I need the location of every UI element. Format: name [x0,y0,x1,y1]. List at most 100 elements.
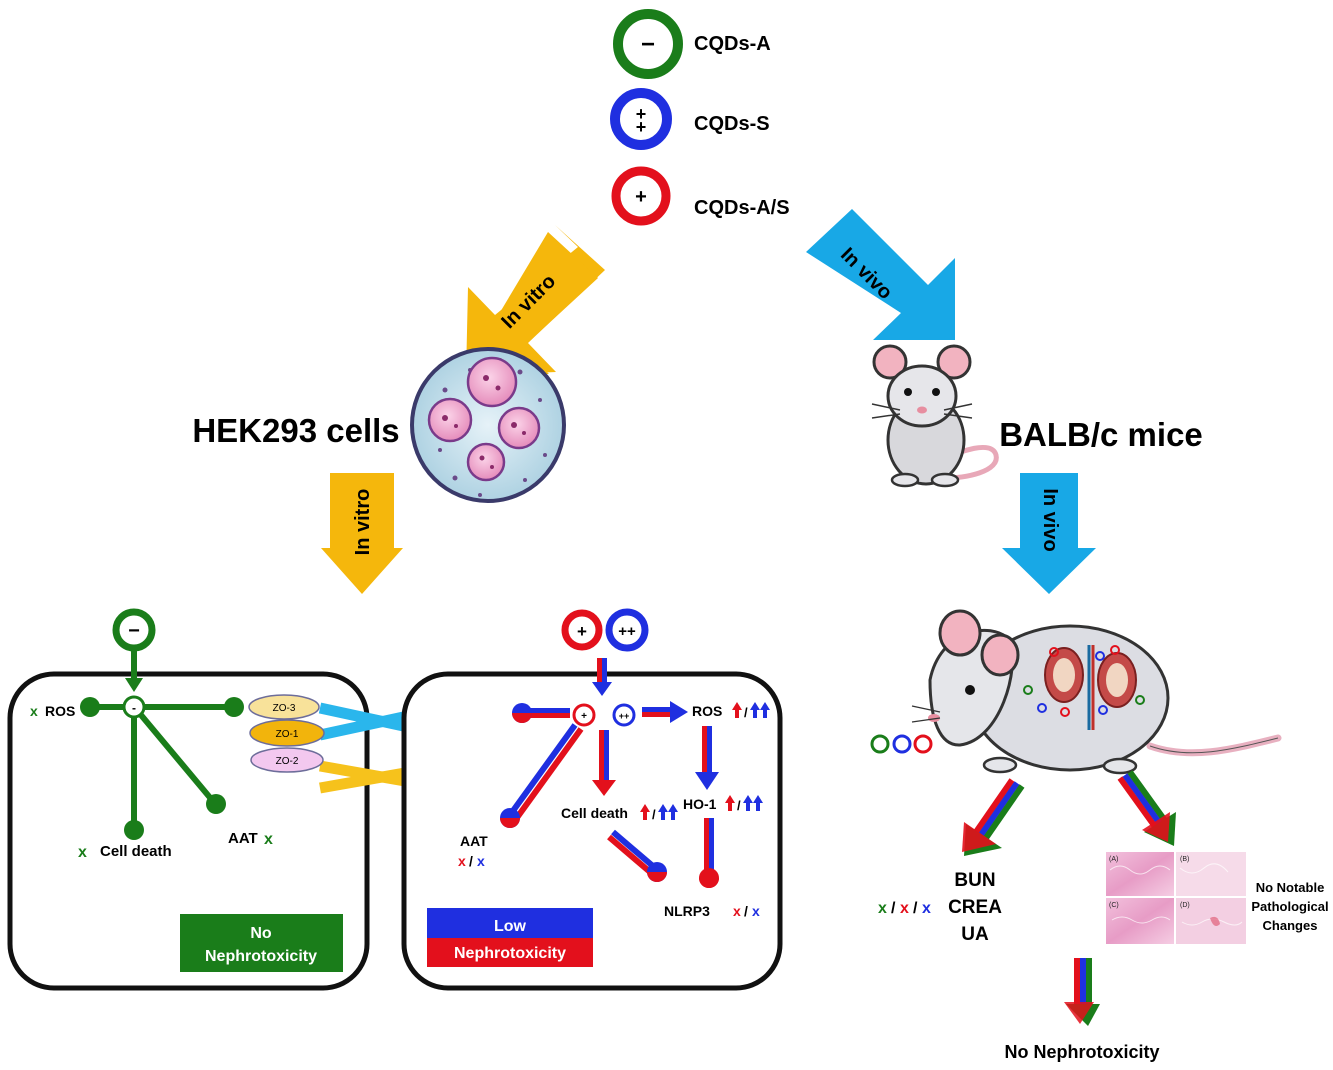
histology-label-a: (A) [1109,856,1118,863]
aat-x-mark: x [264,831,273,848]
serum-markers: BUN CREA UA x / x / x [878,870,1002,945]
marker-ua: UA [961,924,989,945]
mouse-kidney-illustration [911,609,1282,775]
histology-panel-c [1106,898,1174,944]
cqds-s-particle-icon [605,608,649,652]
svg-text:/: / [744,903,748,919]
cqds-s-icon [610,88,672,150]
ros-x-mark: x [30,703,38,719]
cyan-down-arrow-icon [1002,473,1096,594]
cqds-as-particle-icon [561,609,603,651]
legend-item-cqds-s: ++ CQDs-S [610,88,770,150]
marker-x-red: x [900,900,909,917]
ho1-up-arrows-icon: / [725,795,763,813]
svg-text:/: / [652,807,656,822]
svg-text:-: - [132,701,136,715]
histology-grid: (A) (B) (C) (D) [1106,852,1246,944]
histology-label-b: (B) [1180,856,1189,863]
arrow-in-vitro-middle: In vitro [321,473,403,594]
histology-note-line1: No Notable [1256,880,1325,895]
balbc-mouse-illustration [871,344,999,488]
cell-panel-cqds-a: − - x ROS x Cell death AAT x No Nephroto… [7,608,370,991]
cell-panel-cqds-s-as: + ++ + ++ ROS / Cell death / [401,608,783,991]
nlrp3-x-red: x [733,903,741,919]
balbc-mice-title: BALB/c mice [999,416,1203,453]
cqds-as-symbol: + [635,186,647,208]
cqds-s-particle-symbol: ++ [618,623,636,640]
svg-text:/: / [891,900,896,917]
aat-x-blue: x [477,853,485,869]
particles-injected [870,734,933,754]
conclusion-label: No Nephrotoxicity [1004,1042,1159,1062]
nlrp3-x-blue: x [752,903,760,919]
result-a-line2: Nephrotoxicity [205,948,317,965]
zo1-label-left: ZO-1 [276,729,299,740]
histology-note-line3: Changes [1263,918,1318,933]
ros-label-b: ROS [692,703,722,719]
result-badge-nephrotoxicity [427,938,593,967]
ros-label: ROS [45,703,75,719]
tricolor-arrow-to-histology [1117,770,1176,846]
marker-crea: CREA [948,897,1002,918]
cqds-a-particle-symbol: − [128,620,140,642]
result-b-line1: Low [494,918,527,935]
ho1-label: HO-1 [683,796,717,812]
svg-text:+: + [581,711,587,722]
result-badge-low [427,908,593,938]
cqds-as-icon [611,166,671,226]
histology-note-line2: Pathological [1251,899,1328,914]
cqds-as-label: CQDs-A/S [694,197,790,219]
marker-x-blue: x [922,900,931,917]
zo2-label-left: ZO-2 [276,756,299,767]
cqds-as-inner-icon [572,703,596,727]
histology-label-c: (C) [1109,902,1119,909]
arrow-in-vivo-middle: In vivo [1002,473,1096,594]
cell-death-label: Cell death [100,843,172,860]
cell-death-up-arrows-icon: / [640,804,678,822]
legend: − CQDs-A ++ CQDs-S + CQDs-A/S [610,9,790,226]
aat-x-red: x [458,853,466,869]
svg-text:/: / [744,705,748,720]
result-b-line2: Nephrotoxicity [454,945,566,962]
result-badge-no-nephrotoxicity [180,914,343,972]
svg-text:/: / [469,853,473,869]
legend-item-cqds-as: + CQDs-A/S [611,166,790,226]
marker-bun: BUN [954,870,995,891]
in-vitro-label-middle: In vitro [352,489,374,556]
cqds-a-label: CQDs-A [694,33,771,55]
svg-text:/: / [737,798,741,813]
hek293-cells-title: HEK293 cells [192,412,399,449]
zo3-label-left: ZO-3 [273,703,296,714]
result-a-line1: No [250,925,272,942]
ros-up-arrows-icon: / [732,702,770,720]
cell-death-label-b: Cell death [561,805,628,821]
aat-label-b: AAT [460,833,488,849]
hek293-cell-illustration [410,347,566,503]
tricolor-arrow-final [1064,958,1100,1026]
cqds-a-symbol: − [641,31,655,58]
histology-label-d: (D) [1180,902,1190,909]
cqds-a-icon [613,9,683,79]
orange-down-arrow-icon [321,473,403,594]
legend-item-cqds-a: − CQDs-A [613,9,771,79]
svg-text:++: ++ [619,711,630,721]
cqds-s-symbol: ++ [636,104,647,137]
nlrp3-label: NLRP3 [664,903,710,919]
cell-death-x-mark: x [78,844,87,861]
marker-x-green: x [878,900,887,917]
cyan-arrow-icon [806,209,955,340]
arrow-in-vivo-top: In vivo [806,209,955,340]
histology-panel-d [1176,898,1246,944]
cqds-s-label: CQDs-S [694,113,770,135]
cqds-s-inner-icon [612,703,636,727]
aat-label: AAT [228,830,258,847]
tricolor-arrow-to-markers [962,778,1025,856]
in-vivo-label-middle: In vivo [1039,488,1061,551]
histology-panel-b [1176,852,1246,896]
histology-note: No Notable Pathological Changes [1251,880,1328,933]
cqds-a-particle-icon [112,608,156,652]
cqds-as-particle-symbol: + [577,622,587,641]
svg-text:/: / [913,900,918,917]
